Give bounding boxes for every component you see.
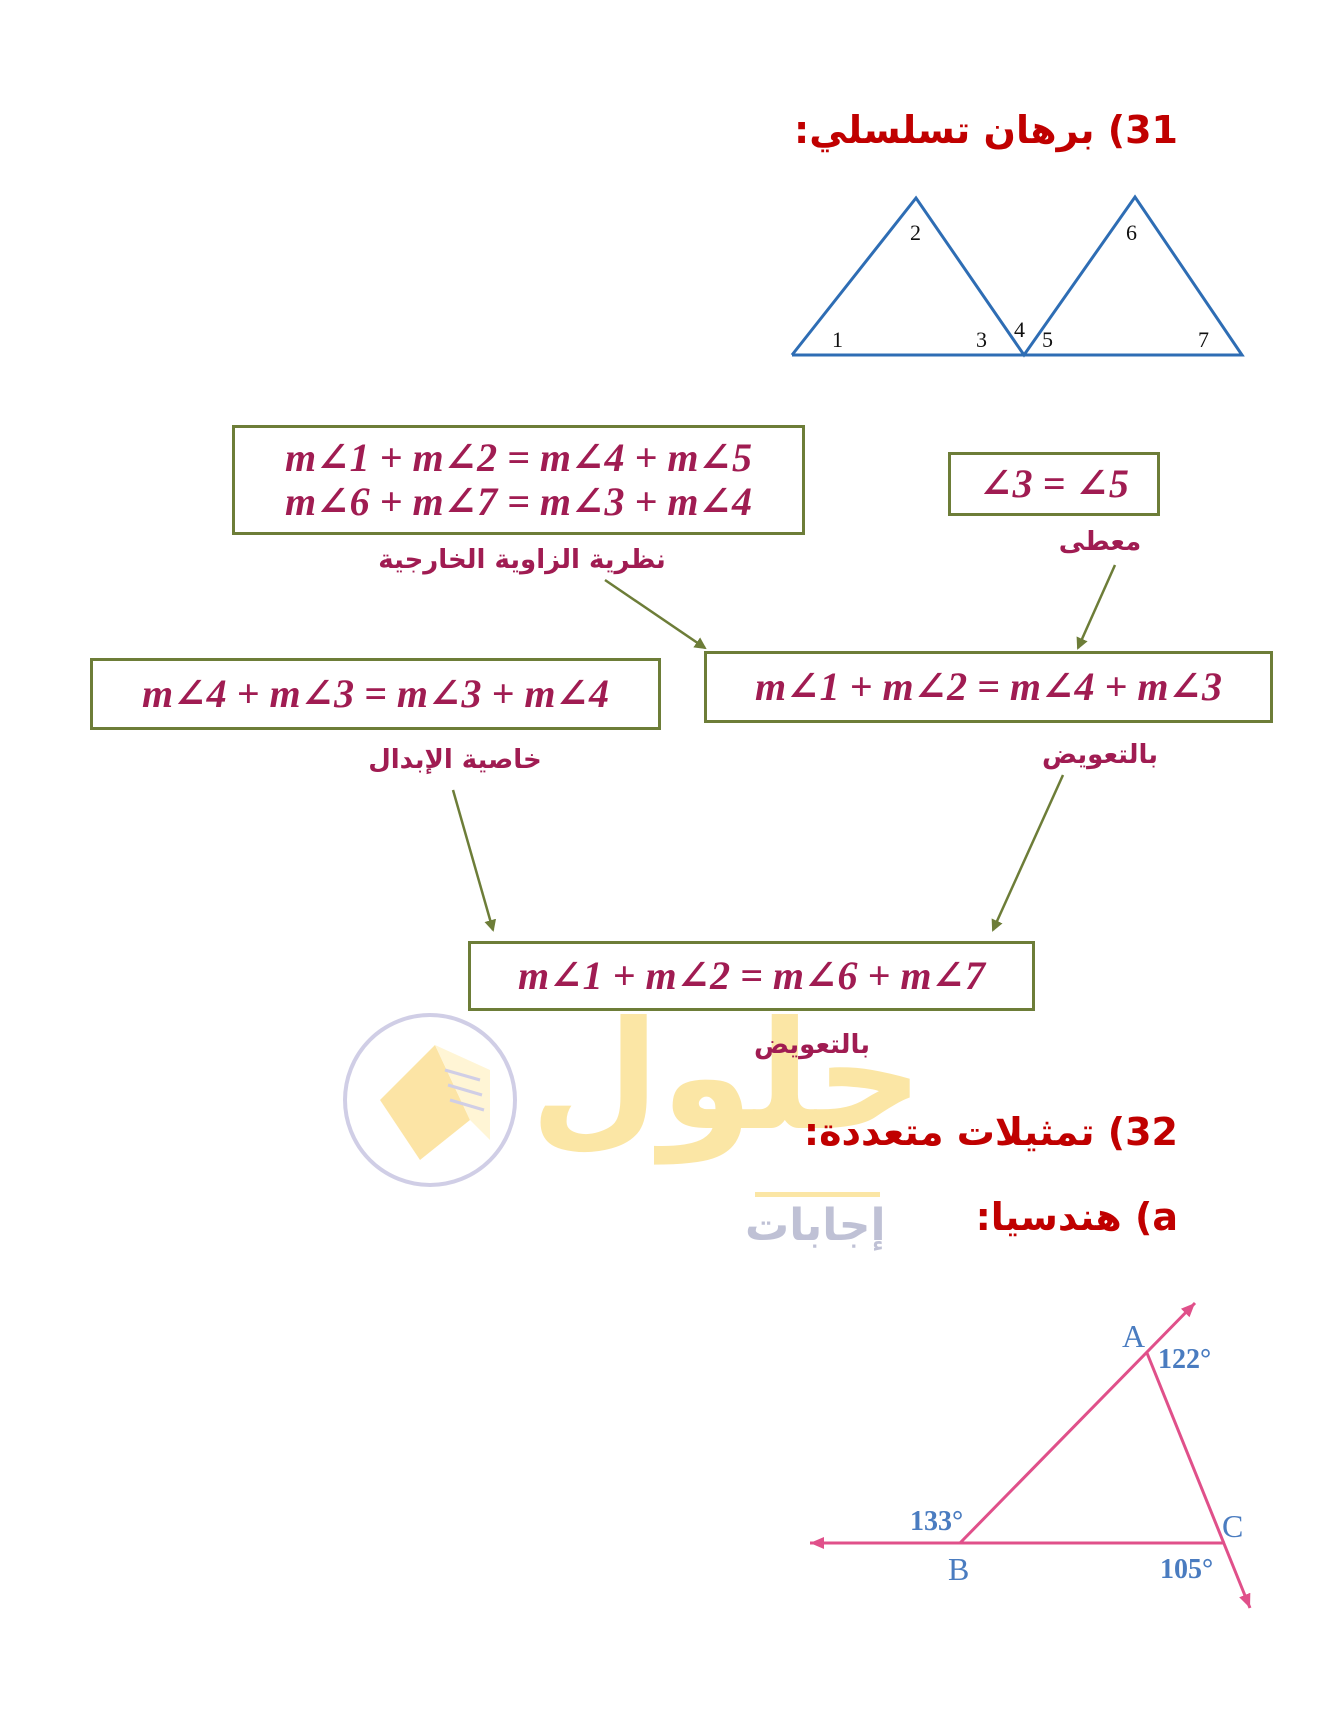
angle-label-1: 1 <box>832 327 843 352</box>
q31-heading: 31) برهان تسلسلي: <box>794 108 1178 152</box>
ray-through-ba <box>958 1301 1197 1545</box>
arrow-subst-to-final <box>991 774 1065 932</box>
substitution-reason-label: بالتعويض <box>1041 740 1159 770</box>
ray-through-ac <box>1145 1352 1252 1609</box>
exterior-reason-label: نظرية الزاوية الخارجية <box>378 545 666 575</box>
given-box: ∠3 = ∠5 <box>948 452 1160 516</box>
commutative-box: m∠4 + m∠3 = m∠3 + m∠4 <box>90 658 661 730</box>
vertex-label-c: C <box>1222 1508 1243 1544</box>
exterior-equation-2: m∠6 + m∠7 = m∠3 + m∠4 <box>285 479 752 524</box>
final-equation: m∠1 + m∠2 = m∠6 + m∠7 <box>518 953 985 998</box>
q32-triangle-figure: A B C 122° 133° 105° <box>810 1301 1252 1609</box>
arrow-exterior-to-subst <box>604 578 707 650</box>
final-box: m∠1 + m∠2 = m∠6 + m∠7 <box>468 941 1035 1011</box>
angle-label-2: 2 <box>910 220 921 245</box>
commutative-equation: m∠4 + m∠3 = m∠3 + m∠4 <box>142 671 609 716</box>
angle-label-3: 3 <box>976 327 987 352</box>
q32-heading: 32) تمثيلات متعددة: <box>803 1110 1178 1154</box>
commutative-reason-label: خاصية الإبدال <box>368 745 542 775</box>
arrow-commute-to-final <box>451 789 497 932</box>
q31-triangles-figure: 1 2 3 4 5 6 7 <box>790 194 1245 358</box>
vertex-label-a: A <box>1122 1318 1145 1354</box>
exterior-angle-box: m∠1 + m∠2 = m∠4 + m∠5 m∠6 + m∠7 = m∠3 + … <box>232 425 805 535</box>
watermark-logo: حلول <box>530 990 924 1164</box>
angle-label-133: 133° <box>910 1506 963 1537</box>
q32-part-a-heading: a) هندسيا: <box>975 1195 1178 1239</box>
vertex-label-b: B <box>948 1551 969 1587</box>
angle-label-122: 122° <box>1158 1344 1211 1375</box>
angle-label-5: 5 <box>1042 327 1053 352</box>
watermark-subtitle: إجابات <box>745 1200 886 1251</box>
exterior-equation-1: m∠1 + m∠2 = m∠4 + m∠5 <box>285 435 752 480</box>
angle-label-105: 105° <box>1160 1554 1213 1585</box>
substitution-equation: m∠1 + m∠2 = m∠4 + m∠3 <box>755 664 1222 709</box>
angle-label-6: 6 <box>1126 220 1137 245</box>
watermark: حلول إجابات <box>340 980 924 1280</box>
given-reason-label: معطى <box>1058 527 1142 557</box>
angle-label-7: 7 <box>1198 327 1209 352</box>
watermark-book-icon <box>343 1013 517 1187</box>
substitution-box: m∠1 + m∠2 = m∠4 + m∠3 <box>704 651 1273 723</box>
final-reason-label: بالتعويض <box>753 1030 871 1060</box>
angle-label-4: 4 <box>1014 317 1025 342</box>
given-equation: ∠3 = ∠5 <box>979 461 1129 506</box>
arrow-given-to-subst <box>1076 564 1117 650</box>
